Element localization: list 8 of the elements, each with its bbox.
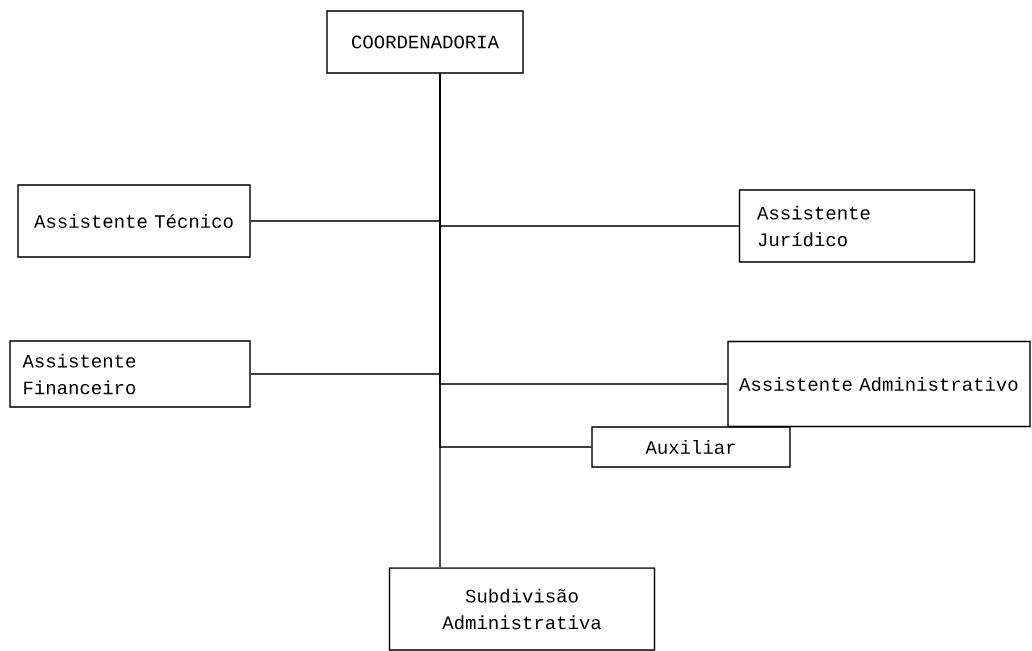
- org-box: Assistente Técnico: [17, 184, 251, 258]
- org-box: Subdivisão Administrativa: [388, 567, 656, 651]
- org-box: Assistente Administrativo: [727, 340, 1031, 428]
- org-box: Assistente Jurídico: [738, 189, 976, 263]
- org-box: Auxiliar: [591, 426, 791, 468]
- connector-line: [439, 73, 441, 568]
- org-box: COORDENADORIA: [326, 10, 524, 74]
- org-box: Assistente Financeiro: [9, 340, 251, 408]
